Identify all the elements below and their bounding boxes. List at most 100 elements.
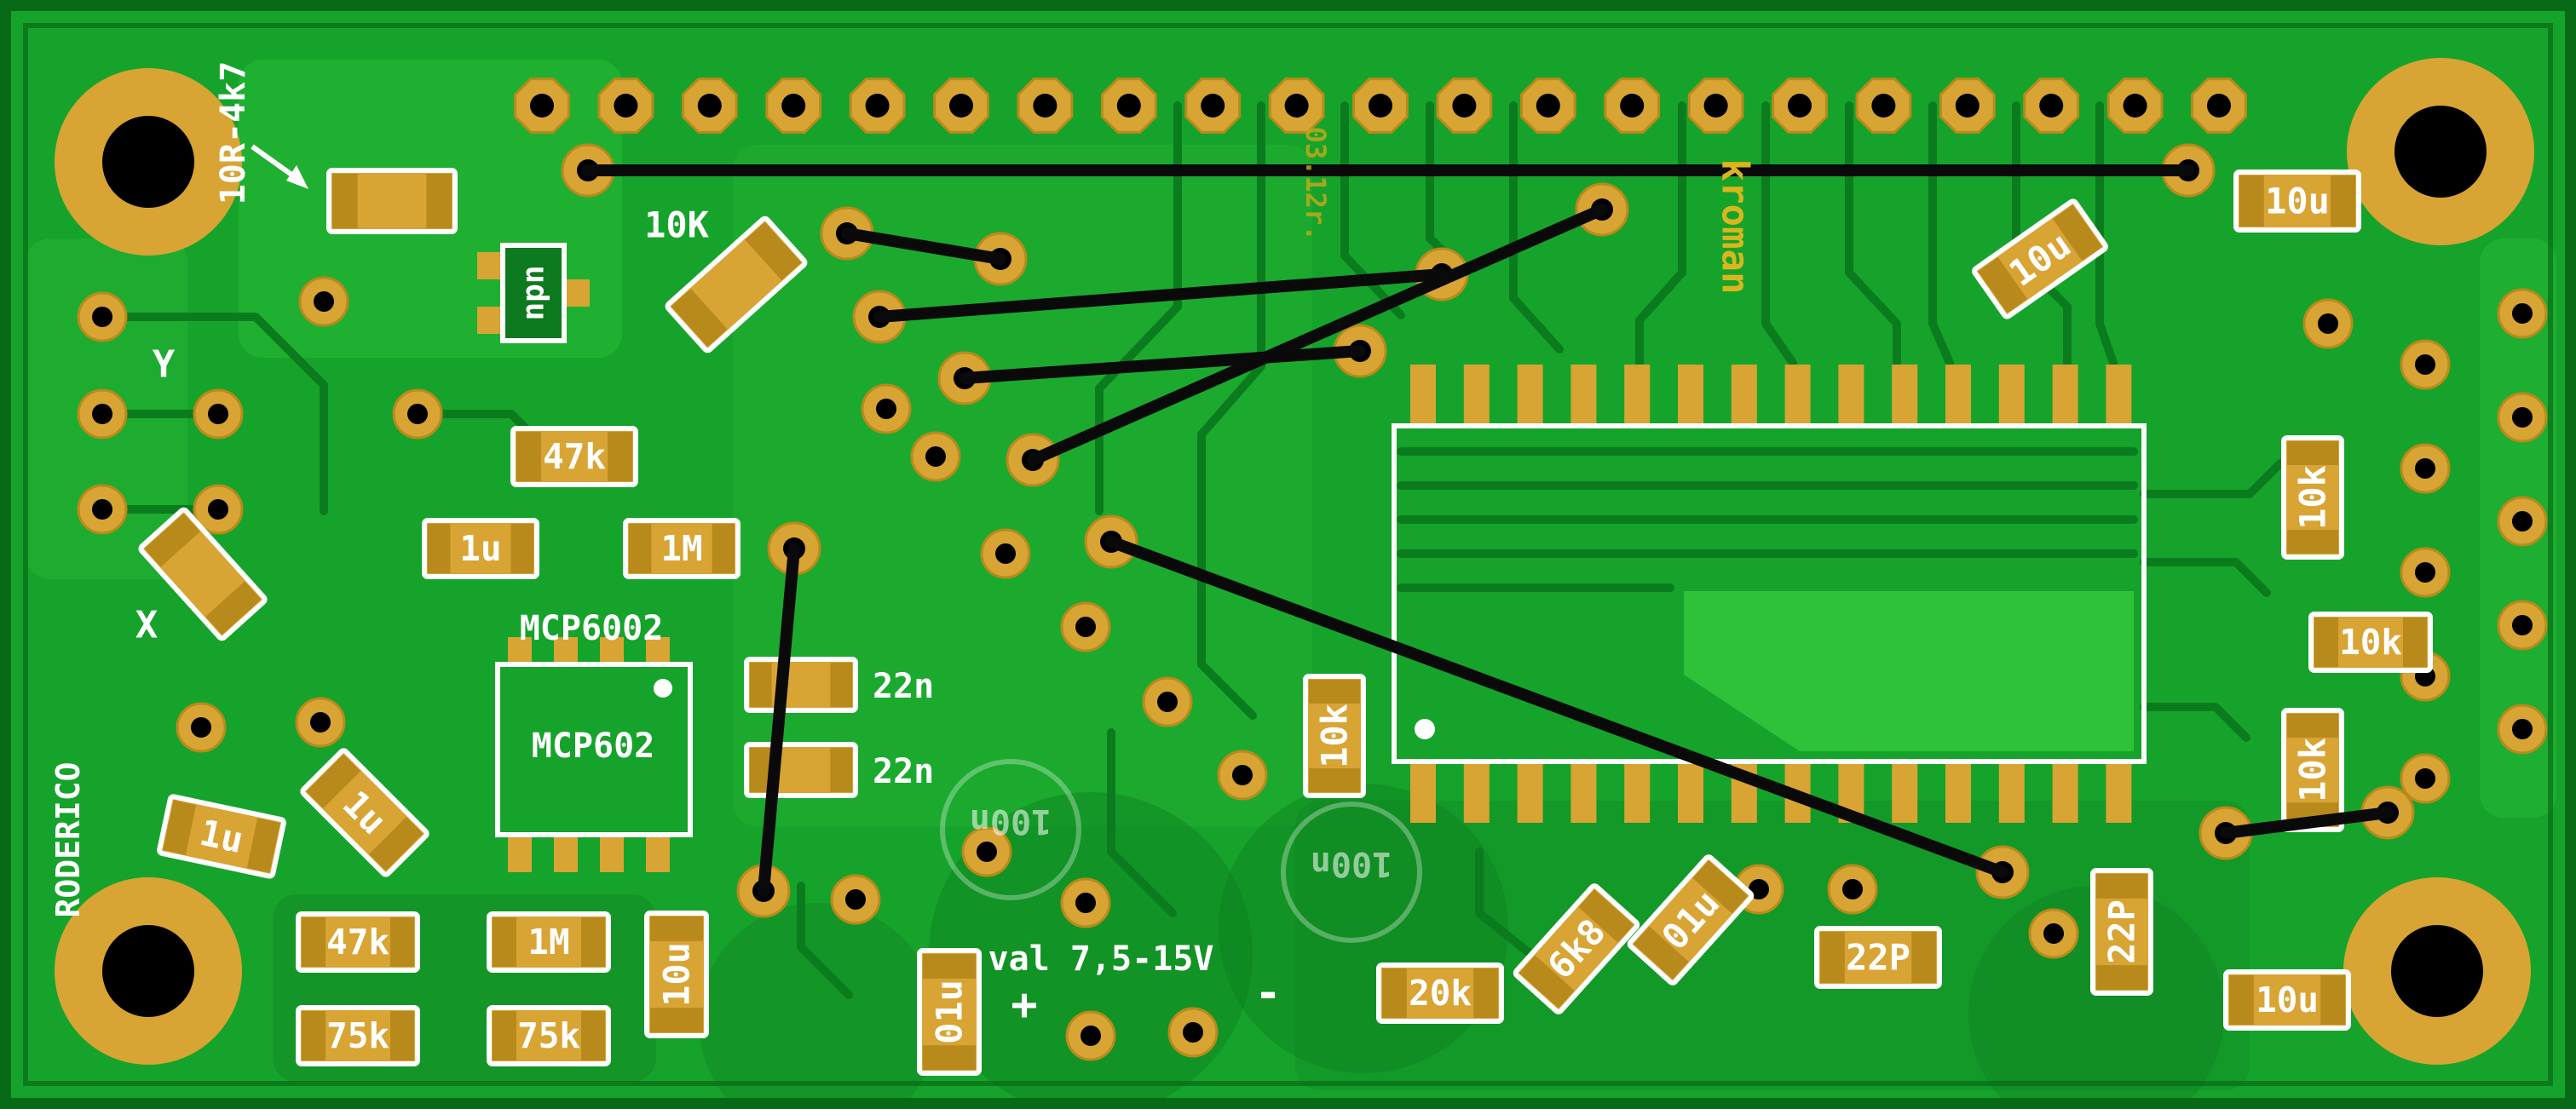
component-end-cap — [1978, 256, 2028, 313]
copper-trace — [1475, 848, 1535, 958]
ic-pin-pad — [1624, 365, 1651, 426]
component-47k: 47k — [510, 426, 638, 487]
copper-trace — [2140, 703, 2250, 742]
component-resistor-10k-diag — [665, 215, 808, 353]
drill-hole — [2123, 94, 2147, 118]
ic-pin-pad — [1892, 365, 1918, 426]
drill-hole — [314, 291, 334, 312]
ic-pin-pad — [1784, 365, 1811, 426]
component-end-cap — [1473, 968, 1498, 1018]
component-label: npn — [516, 265, 551, 320]
mounting-hole-drill — [2394, 106, 2487, 198]
drill-hole — [2039, 94, 2064, 118]
mounting-hole-drill — [102, 116, 194, 208]
silkscreen-text: MCP602 — [532, 727, 655, 766]
drill-hole — [2512, 303, 2533, 324]
component-01u: 01u — [917, 948, 982, 1076]
component-label: 10u — [656, 942, 698, 1007]
component-end-cap — [1911, 932, 1936, 983]
component-end-cap — [2331, 175, 2355, 227]
ic-pin-pad — [1892, 761, 1918, 823]
component-end-cap — [650, 1008, 703, 1032]
pad — [477, 252, 503, 279]
drill-hole — [1232, 765, 1253, 785]
drill-hole — [1452, 94, 1477, 118]
component-body — [510, 426, 638, 487]
copper-trace — [1107, 728, 1177, 917]
jumper-wire — [841, 227, 1006, 265]
ic-pin-pad — [1731, 365, 1757, 426]
drill-hole — [2207, 94, 2231, 118]
component-body — [487, 911, 611, 973]
drill-hole — [781, 94, 806, 118]
component-end-cap — [1309, 680, 1360, 704]
component-body — [487, 1005, 611, 1066]
drill-hole — [977, 842, 997, 862]
component-cap-22n-b — [744, 742, 858, 798]
component-end-cap — [2052, 204, 2102, 261]
copper-trace — [1928, 101, 1954, 367]
component-body — [2233, 170, 2361, 233]
ic-outline — [495, 662, 693, 837]
ic-pin-pad — [1624, 761, 1651, 823]
component-body — [917, 948, 982, 1076]
drill-hole — [614, 94, 638, 118]
component-end-cap — [750, 663, 772, 707]
component-10k: 10k — [2308, 612, 2433, 673]
component-22p: 22P — [1814, 926, 1942, 989]
component-10k: 10k — [1303, 674, 1366, 798]
component-end-cap — [629, 524, 652, 573]
ic-pin-pad — [554, 835, 578, 872]
component-1m: 1M — [487, 911, 611, 973]
ic-outline — [1392, 423, 2147, 764]
component-label: 47k — [326, 922, 389, 962]
component-label: 10k — [1314, 704, 1356, 768]
copper-pour — [699, 903, 937, 1109]
silkscreen-text: 100n — [1311, 844, 1392, 883]
component-body — [1814, 926, 1942, 989]
pad — [564, 279, 590, 307]
component-end-cap — [581, 917, 605, 967]
jumper-wire — [959, 345, 1366, 384]
component-end-cap — [608, 432, 632, 481]
drill-hole — [1955, 94, 1980, 118]
component-1m: 1M — [623, 518, 741, 579]
drill-hole — [1033, 94, 1057, 118]
silkscreen-text: 03.12r. — [1300, 127, 1332, 242]
component-label: 1M — [527, 922, 569, 962]
mounting-hole-drill — [2391, 925, 2483, 1017]
component-cap-diag-topleft — [138, 507, 268, 641]
component-end-cap — [205, 581, 262, 635]
component-1u: 1u — [422, 518, 539, 579]
drill-hole — [1842, 879, 1863, 899]
component-body — [2308, 612, 2433, 673]
ic-pin-pad — [2052, 761, 2078, 823]
ic-main — [1392, 365, 2147, 823]
drill-hole — [1284, 94, 1309, 118]
drill-hole — [1081, 1026, 1101, 1046]
ic-pin-pad — [1570, 365, 1597, 426]
component-end-cap — [1309, 768, 1360, 792]
component-end-cap — [2320, 975, 2345, 1025]
silkscreen-text: 22n — [873, 667, 934, 706]
copper-trace — [2140, 558, 2271, 597]
drill-hole — [1788, 94, 1812, 118]
jumper-wire — [1027, 204, 1608, 466]
copper-trace — [2140, 459, 2285, 498]
component-label: 1u — [196, 812, 247, 861]
component-end-cap — [306, 754, 361, 809]
component-end-cap — [1633, 926, 1689, 980]
ic-pin-pad — [1998, 365, 2025, 426]
copper-trace — [1340, 101, 1405, 319]
component-end-cap — [2403, 618, 2427, 667]
component-end-cap — [745, 221, 802, 281]
silkscreen-text: RODERICO — [49, 761, 87, 917]
drill-hole — [1703, 94, 1728, 118]
component-end-cap — [516, 432, 541, 481]
drill-hole — [2512, 407, 2533, 428]
ic-pin-pad — [1945, 761, 1971, 823]
drill-hole — [2512, 511, 2533, 532]
silkscreen-circle — [940, 759, 1081, 900]
component-end-cap — [246, 818, 280, 873]
